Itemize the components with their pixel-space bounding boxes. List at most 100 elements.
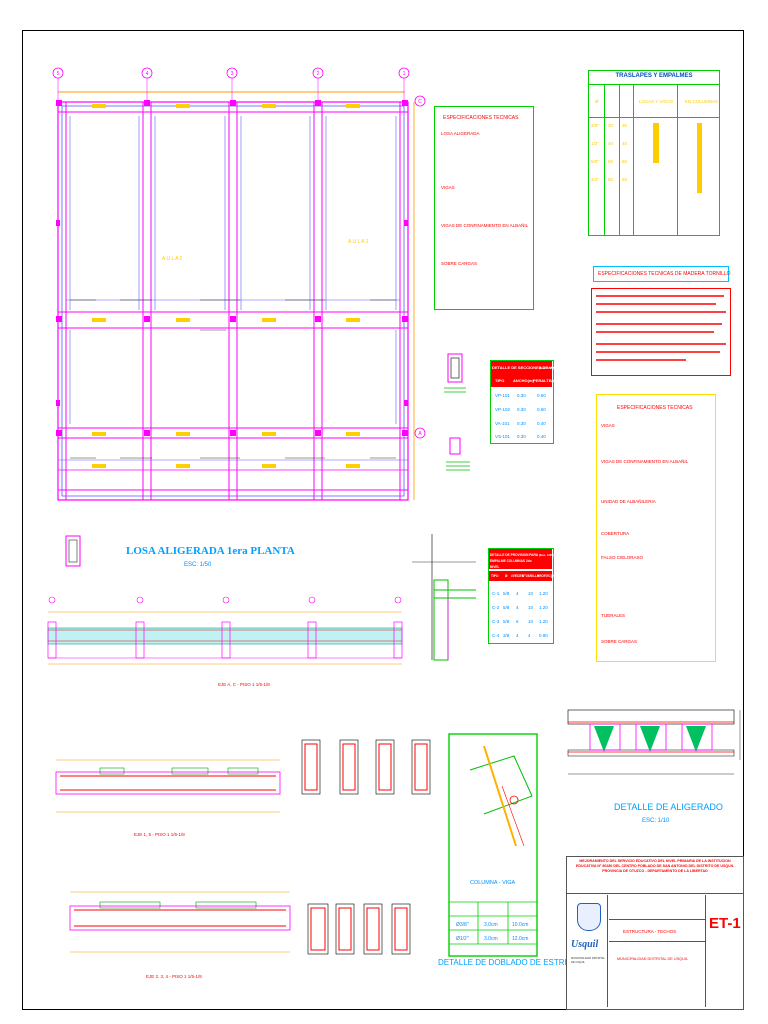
vigas-table-scale: (Esc. 1/25) bbox=[539, 366, 554, 370]
doblado-r1-c2: 3.0cm bbox=[484, 922, 498, 928]
traslapes-r2-v1: 40 bbox=[608, 141, 614, 146]
specs-mid-section-4: COBERTURA bbox=[601, 531, 630, 536]
vigas-r4-c3: 0.40 bbox=[537, 434, 546, 439]
madera-title: ESPECIFICACIONES TECNICAS DE MADERA TORN… bbox=[598, 271, 731, 277]
doblado-r2-c1: Ø1/2" bbox=[456, 936, 469, 942]
title-block-footer: MUNICIPALIDAD DISTRITAL DE USQUIL bbox=[617, 957, 689, 961]
traslapes-panel: TRASLAPES Y EMPALMES Ø LOSAS Y VIGAS EN … bbox=[588, 70, 720, 236]
vigas-r2-c2: 0.30 bbox=[517, 407, 526, 412]
axis-number-2: 2 bbox=[317, 71, 320, 77]
axis-letter-c: C bbox=[418, 99, 422, 105]
beam-sections-2 bbox=[307, 903, 411, 955]
prov-r4-c3: 4 bbox=[516, 633, 519, 638]
madera-title-box: ESPECIFICACIONES TECNICAS DE MADERA TORN… bbox=[593, 266, 731, 282]
specs-top-title: ESPECIFICACIONES TECNICAS bbox=[443, 115, 519, 121]
logo-text: Usquil bbox=[571, 939, 599, 950]
prov-r3-c3: 6 bbox=[516, 619, 519, 624]
axis-number-5: 5 bbox=[57, 71, 60, 77]
traslapes-r2: 1/2" bbox=[591, 141, 599, 146]
specs-mid-section-1: VIGAS bbox=[601, 423, 615, 428]
prov-r1-c4: 10 bbox=[528, 591, 534, 596]
prov-r1-c3: 4 bbox=[516, 591, 519, 596]
logo-subtext: MUNICIPALIDAD DISTRITAL DE USQUIL bbox=[571, 957, 605, 964]
specs-mid-section-3: UNIDAD DE ALBAÑILERIA bbox=[601, 499, 656, 504]
prov-r1: C-1 bbox=[492, 591, 500, 596]
specs-top-section-3: VIGAS DE CONFINAMIENTO EN ALBAÑIL bbox=[441, 223, 529, 228]
axis-letter-a: A bbox=[418, 431, 422, 437]
prov-r3-c4: 10 bbox=[528, 619, 534, 624]
prov-r3: C-3 bbox=[492, 619, 500, 624]
prov-r2-c2: 5/8 bbox=[503, 605, 510, 610]
traslapes-title: TRASLAPES Y EMPALMES bbox=[615, 73, 693, 79]
vigas-r3-c3: 0.40 bbox=[537, 421, 546, 426]
provision-table: DETALLE DE PROVISION PARA EMPALME COLUMN… bbox=[488, 548, 556, 644]
prov-h1: TIPO bbox=[491, 574, 499, 578]
traslapes-r4: 3/4" bbox=[591, 177, 599, 182]
logo-area: Usquil MUNICIPALIDAD DISTRITAL DE USQUIL bbox=[569, 895, 608, 1007]
prov-r3-c2: 5/8 bbox=[503, 619, 510, 624]
specs-top-section-4: SOBRE CARGAS bbox=[441, 261, 478, 266]
prov-r2-c3: 4 bbox=[516, 605, 519, 610]
specs-mid-section-6: TIJERALES bbox=[601, 613, 626, 618]
axis-number-4: 4 bbox=[146, 71, 149, 77]
traslapes-r3: 5/8" bbox=[591, 159, 599, 164]
title-block-project: MEJORAMIENTO DEL SERVICIO EDUCATIVO DEL … bbox=[576, 859, 734, 874]
specs-mid-section-7: SOBRE CARGAS bbox=[601, 639, 638, 644]
vigas-r2-c3: 0.60 bbox=[537, 407, 546, 412]
prov-title: DETALLE DE PROVISION PARA EMPALME COLUMN… bbox=[490, 553, 538, 569]
vigas-r1-c2: 0.30 bbox=[517, 393, 526, 398]
traslapes-h3: EN COLUMNAS bbox=[685, 99, 719, 104]
traslapes-r3-v1: 50 bbox=[608, 159, 614, 164]
prov-r4-c4: 4 bbox=[528, 633, 531, 638]
aligerado-detail bbox=[567, 709, 741, 775]
title-block-sheet-code: ET-1 bbox=[709, 915, 741, 932]
vigas-h2: ANCHO(m) bbox=[513, 378, 534, 383]
floor-plan: 5 4 3 2 1 C A A U L A 2 A U L A 1 bbox=[52, 67, 426, 501]
vigas-r1-c3: 0.60 bbox=[537, 393, 546, 398]
doblado-title: DETALLE DE DOBLADO DE ESTRIBOS bbox=[438, 958, 584, 967]
title-block: MEJORAMIENTO DEL SERVICIO EDUCATIVO DEL … bbox=[566, 856, 744, 1010]
prov-h2: Ø bbox=[505, 574, 508, 578]
specs-top-section-2: VIGAS bbox=[441, 185, 455, 190]
vigas-r1-c1: VP-101 bbox=[495, 393, 511, 398]
traslapes-r2-v2: 40 bbox=[622, 141, 628, 146]
specs-mid-panel: ESPECIFICACIONES TECNICAS VIGAS VIGAS DE… bbox=[596, 394, 716, 662]
room-label-aula-1: A U L A 1 bbox=[348, 239, 369, 245]
traslapes-h2: LOSAS Y VIGAS bbox=[639, 99, 674, 104]
plan-title: LOSA ALIGERADA 1era PLANTA bbox=[126, 545, 295, 557]
eje-label-1-5: EJE 1, 5 - PISO 1 1/5-1/8 bbox=[134, 832, 185, 837]
eje-label-2-3-4: EJE 2, 3, 4 - PISO 1 1/5-1/8 bbox=[146, 974, 202, 979]
prov-r2: C-2 bbox=[492, 605, 500, 610]
beam-elevation-1: EJE 1, 5 - PISO 1 1/5-1/8 bbox=[55, 759, 281, 837]
prov-scale: (Esc. 1/25) bbox=[539, 553, 554, 557]
specs-mid-section-2: VIGAS DE CONFINAMIENTO EN ALBAÑIL bbox=[601, 459, 689, 464]
prov-r4: C-4 bbox=[492, 633, 500, 638]
prov-r3-c5: 1.20 bbox=[539, 619, 548, 624]
traslapes-r3-v2: 50 bbox=[622, 159, 628, 164]
specs-mid-section-5: FALSO CIELORASO bbox=[601, 555, 644, 560]
plan-scale: ESC: 1/50 bbox=[184, 562, 212, 568]
prov-h4: N°VARILLA bbox=[522, 574, 540, 578]
traslapes-h1: Ø bbox=[595, 99, 599, 104]
traslapes-r1-v2: 30 bbox=[622, 123, 628, 128]
prov-r4-c2: 3/8 bbox=[503, 633, 510, 638]
traslapes-diagram-2 bbox=[697, 123, 702, 193]
eje-label-a-c: EJE A, C - PISO 1 1/5-1/8 bbox=[218, 682, 270, 687]
prov-h5: PROF.EC(m) bbox=[537, 574, 556, 578]
vigas-r2-c1: VP-102 bbox=[495, 407, 511, 412]
prov-r2-c4: 10 bbox=[528, 605, 534, 610]
logo-shield-icon bbox=[577, 903, 601, 931]
title-block-sheet-name: ESTRUCTURA - TECHOS bbox=[623, 929, 677, 934]
column-sections-small bbox=[444, 353, 470, 471]
axis-number-3: 3 bbox=[231, 71, 234, 77]
vigas-r3-c1: VA-101 bbox=[495, 421, 510, 426]
doblado-r2-c3: 12.0cm bbox=[512, 936, 528, 942]
vigas-r3-c2: 0.30 bbox=[517, 421, 526, 426]
madera-text-panel bbox=[591, 288, 731, 376]
column-beam-junction bbox=[412, 534, 476, 661]
vigas-r4-c1: VS-101 bbox=[495, 434, 511, 439]
prov-r1-c2: 5/8 bbox=[503, 591, 510, 596]
beam-sections-1 bbox=[301, 739, 431, 795]
vigas-h3: PERALTE(m) bbox=[533, 378, 558, 383]
aligerado-scale: ESC: 1/10 bbox=[642, 818, 670, 824]
